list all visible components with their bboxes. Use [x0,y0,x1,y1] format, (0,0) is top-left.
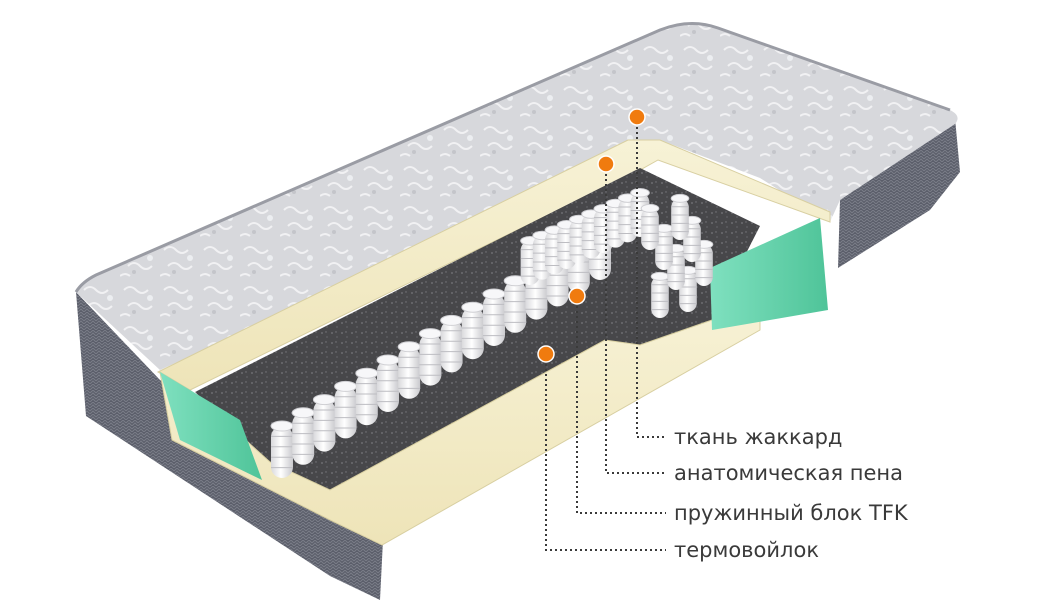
callout-marker [597,155,615,173]
pocket-springs [270,188,714,478]
callout-marker [628,108,646,126]
spring-coil [670,193,690,240]
spring-coil [334,380,358,439]
spring-coil [461,301,485,360]
leader-line [576,296,666,514]
leader-line [545,354,666,551]
callout-marker [537,345,555,363]
spring-coil [291,407,315,465]
spring-coil [503,275,527,333]
spring-coil [312,394,336,452]
spring-coil [650,271,670,318]
spring-coil [482,288,506,346]
callout-marker [568,287,586,305]
spring-coil [397,341,421,399]
spring-coil [640,203,660,250]
callout-fabric-label: ткань жаккард [674,425,843,449]
spring-coil [376,354,400,412]
callout-leaders [537,108,666,551]
spring-coil [355,367,379,426]
callout-felt-label: термовойлок [674,538,820,562]
spring-coil [418,328,442,386]
callout-foam-label: анатомическая пена [674,461,904,485]
callout-springs-label: пружинный блок TFK [674,501,908,525]
leader-line [636,117,666,438]
spring-coil [270,420,294,478]
spring-coil [440,314,464,373]
